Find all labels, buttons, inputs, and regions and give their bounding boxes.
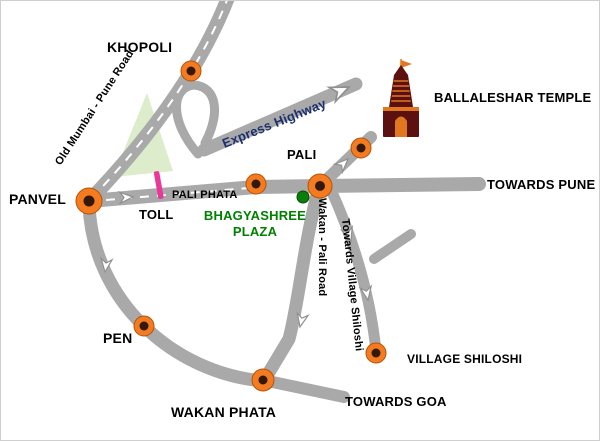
centerline-old-mumbai-pune bbox=[88, 1, 228, 202]
toll-bar bbox=[153, 171, 164, 199]
label-wakan-phata: WAKAN PHATA bbox=[171, 404, 277, 420]
road-panvel-pali-pune bbox=[82, 177, 486, 208]
road-express-highway bbox=[197, 77, 363, 157]
label-village-shiloshi: VILLAGE SHILOSHI bbox=[407, 352, 523, 366]
road-towards-goa bbox=[257, 374, 350, 403]
marker-temple-junction bbox=[350, 137, 372, 159]
label-wakan-pali-road: Wakan - Pali Road bbox=[316, 198, 328, 297]
road-shiloshi-stub bbox=[369, 229, 416, 264]
temple-flag bbox=[401, 60, 412, 68]
label-pen: PEN bbox=[103, 330, 133, 346]
label-khopoli: KHOPOLI bbox=[107, 39, 173, 55]
road-towards-shiloshi bbox=[326, 186, 382, 357]
marker-pen bbox=[133, 315, 155, 337]
marker-pali-phata bbox=[245, 173, 267, 195]
road-wakan-pali bbox=[258, 184, 325, 386]
marker-village-shiloshi bbox=[365, 342, 387, 364]
label-towards-goa: TOWARDS GOA bbox=[345, 394, 447, 409]
location-markers bbox=[75, 60, 387, 392]
temple-graphic bbox=[383, 59, 419, 137]
marker-pali bbox=[307, 173, 333, 199]
marker-panvel bbox=[75, 187, 103, 215]
marker-khopoli bbox=[180, 60, 202, 82]
label-bhagyashree-plaza: BHAGYASHREE PLAZA bbox=[203, 208, 307, 239]
marker-wakan-phata bbox=[251, 368, 275, 392]
plaza-dot bbox=[296, 190, 310, 204]
roads bbox=[82, 1, 486, 403]
label-towards-pune: TOWARDS PUNE bbox=[487, 177, 596, 192]
road-ramp-loop bbox=[172, 80, 220, 159]
label-panvel: PANVEL bbox=[9, 191, 66, 207]
label-pali: PALI bbox=[287, 147, 317, 162]
label-toll: TOLL bbox=[139, 207, 174, 222]
label-pali-phata: PALI PHATA bbox=[172, 189, 238, 201]
label-ballaleshar-temple: BALLALESHAR TEMPLE bbox=[434, 90, 592, 105]
temple-arch bbox=[395, 116, 407, 137]
